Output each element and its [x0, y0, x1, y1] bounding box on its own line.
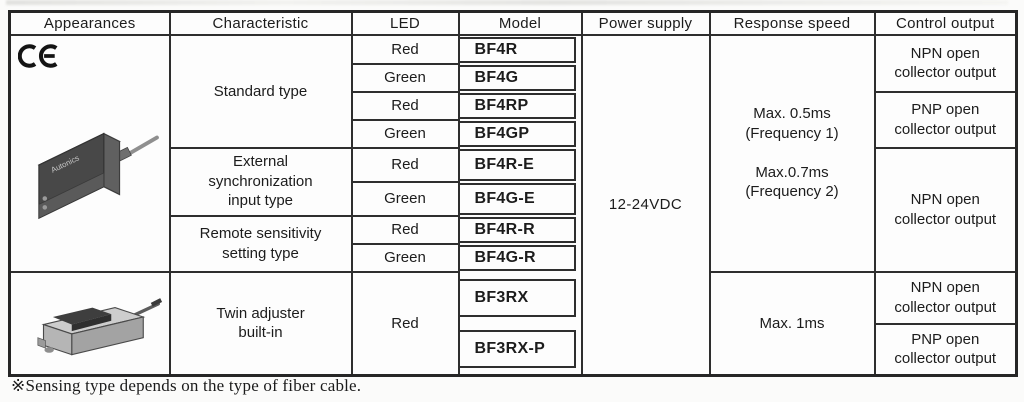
col-header-power-supply: Power supply — [580, 10, 711, 36]
ce-mark-icon — [17, 42, 64, 74]
fiber-amplifier-spec-table: Appearances Characteristic LED Model Pow… — [8, 10, 1018, 377]
characteristic-twin-adjuster-cell: Twin adjuster built-in — [168, 270, 353, 377]
characteristic-standard-cell: Standard type — [168, 33, 353, 149]
led-cell: Green — [350, 118, 460, 149]
response-speed-bf4-cell: Max. 0.5ms (Frequency 1) Max.0.7ms (Freq… — [708, 33, 876, 273]
model-cell-bf4r: BF4R — [457, 34, 582, 64]
model-label: BF4GP — [460, 120, 576, 147]
col-header-model: Model — [457, 10, 583, 36]
col-header-appearances: Appearances — [8, 10, 171, 36]
model-label: BF4G-E — [460, 182, 576, 215]
table-row: Twin adjuster built-in Red BF3RX Max. 1m… — [8, 270, 1018, 377]
scan-artifact — [6, 0, 1008, 5]
model-label: BF4R-R — [460, 216, 576, 243]
led-cell: Red — [350, 214, 460, 245]
model-label: BF4R-E — [460, 148, 576, 181]
table-row: BF3RX-P PNP open collector output — [10, 322, 1018, 377]
led-cell: Red — [350, 33, 460, 65]
model-cell-bf3rx-p: BF3RX-P — [457, 323, 582, 376]
model-label: BF4G-R — [460, 244, 576, 271]
table-row: Green BF4G — [10, 62, 1017, 93]
control-output-npn-cell: NPN open collector output — [873, 146, 1018, 273]
control-output-pnp-cell: PNP open collector output — [873, 322, 1018, 377]
led-cell: Red — [350, 146, 460, 183]
col-header-characteristic: Characteristic — [168, 10, 353, 36]
control-output-pnp-cell: PNP open collector output — [873, 90, 1018, 149]
table-row: Remote sensitivity setting type Red BF4R… — [10, 214, 1017, 273]
led-cell: Red — [350, 90, 460, 121]
model-cell-bf4g: BF4G — [457, 63, 582, 92]
control-output-npn-cell: NPN open collector output — [873, 33, 1018, 93]
led-cell: Green — [350, 180, 460, 217]
characteristic-remote-sensitivity-cell: Remote sensitivity setting type — [168, 214, 353, 273]
table-row: Green BF4G-E — [10, 180, 1017, 217]
model-label: BF3RX-P — [460, 329, 576, 368]
footnote: ※Sensing type depends on the type of fib… — [11, 376, 362, 395]
led-cell: Green — [350, 62, 460, 93]
led-cell: Green — [350, 242, 460, 273]
header-row: Appearances Characteristic LED Model Pow… — [8, 10, 1018, 36]
model-cell-bf4gp: BF4GP — [457, 119, 582, 148]
model-cell-bf4g-r: BF4G-R — [457, 243, 582, 272]
table-row: Autonics Standard type Red BF4R 12-24VDC… — [8, 33, 1018, 377]
bf3-amplifier-image — [19, 285, 164, 369]
model-label: BF4RP — [460, 92, 576, 119]
col-header-control-output: Control output — [873, 10, 1018, 36]
table-row: Red BF4RP PNP open collector output — [10, 90, 1018, 149]
model-cell-bf4r-r: BF4R-R — [457, 215, 582, 244]
col-header-response-speed: Response speed — [708, 10, 876, 36]
model-label: BF4G — [460, 64, 576, 91]
appearances-bf4-cell: Autonics — [8, 33, 171, 273]
response-speed-bf3-cell: Max. 1ms — [708, 270, 876, 377]
model-cell-bf4rp: BF4RP — [457, 91, 582, 120]
col-header-led: LED — [350, 10, 460, 36]
model-label: BF3RX — [460, 278, 576, 317]
power-supply-cell: 12-24VDC — [580, 33, 711, 377]
led-cell: Red — [350, 270, 460, 377]
model-cell-bf4r-e: BF4R-E — [457, 147, 582, 182]
appearances-bf3-cell — [8, 270, 171, 377]
characteristic-external-sync-cell: External synchronization input type — [168, 146, 353, 217]
table-row: Green BF4G-R — [10, 242, 1017, 273]
model-cell-bf4g-e: BF4G-E — [457, 181, 582, 216]
table-row: External synchronization input type Red … — [10, 146, 1018, 273]
control-output-npn-cell: NPN open collector output — [873, 270, 1018, 325]
model-cell-bf3rx: BF3RX — [457, 271, 582, 324]
table-row: Green BF4GP — [10, 118, 1017, 149]
bf4-amplifier-image: Autonics — [23, 110, 161, 232]
model-label: BF4R — [460, 36, 576, 63]
